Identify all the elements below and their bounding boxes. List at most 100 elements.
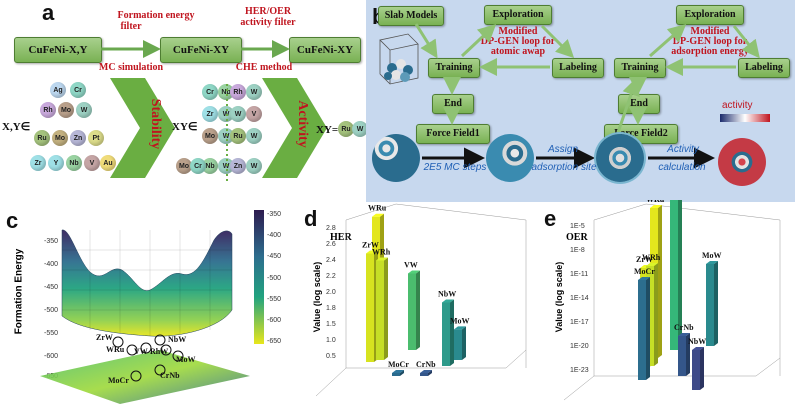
ztick-4: -500 (44, 307, 58, 314)
element-nb: Nb (66, 155, 82, 171)
nanoparticle-4 (718, 138, 766, 186)
element-y: Y (48, 155, 64, 171)
element-w: W (76, 102, 92, 118)
final-ru: Ru (338, 121, 354, 137)
d-ytick: 2.8 (326, 225, 336, 232)
element-cr: Cr (70, 82, 86, 98)
pair-zn: Zn (230, 158, 246, 174)
final-w: W (352, 121, 368, 137)
bar-wrh-label: WRh (642, 253, 661, 262)
box-cufeni-xy-2: CuFeNi-XY (289, 37, 361, 63)
xy-in-label: X,Y∈ (2, 121, 31, 133)
bar-wru-label: WRu (368, 204, 387, 213)
pair-mo: Mo (202, 128, 218, 144)
annot-vw: VW (134, 347, 148, 356)
ztick-5: -550 (44, 330, 58, 337)
bar-wrh-label: WRh (372, 248, 391, 257)
filter2-label-2: activity filter (240, 17, 296, 28)
bar-mow (454, 326, 466, 360)
cbar-tick-1: -350 (267, 211, 281, 218)
panel-e-label: e (544, 206, 557, 231)
e-ytick: 1E-14 (570, 295, 589, 302)
d-ytick: 2.6 (326, 241, 336, 248)
cbar-tick-3: -450 (267, 253, 281, 260)
pair-zr: Zr (202, 106, 218, 122)
stability-chevron (110, 78, 175, 178)
activity-colorbar (720, 114, 770, 122)
mc-simulation-label: MC simulation (98, 62, 164, 73)
nanoparticle-3 (596, 134, 644, 182)
annot-zrw: ZrW (96, 333, 113, 342)
e-ytick: 1E-8 (570, 247, 585, 254)
bar-nbw (442, 299, 454, 366)
cbar-tick-6: -600 (267, 317, 281, 324)
surface-plot: -350 -400 -450 -500 -550 -600 -650 -350 … (40, 210, 281, 404)
cbar-tick-4: -500 (267, 275, 281, 282)
xy-in-label-2: XY∈ (172, 121, 198, 133)
activity-chevron (262, 78, 327, 178)
mc-steps-label: 2E5 MC steps (423, 162, 487, 173)
pair-w-3: W (230, 106, 246, 122)
bar-mocr (638, 277, 650, 380)
cbar-tick-5: -550 (267, 296, 281, 303)
element-mo-2: Mo (52, 130, 68, 146)
labeling2-box: Labeling (738, 58, 790, 78)
assign-label: Assign (547, 144, 578, 155)
activity-legend-label: activity (722, 100, 753, 111)
element-ru: Ru (34, 130, 50, 146)
exploration1-box: Exploration (484, 5, 552, 25)
nanoparticle-1 (372, 134, 420, 182)
bar-nbw (692, 347, 704, 390)
element-mo: Mo (58, 102, 74, 118)
ztick-2: -400 (44, 261, 58, 268)
panel-c-label: c (6, 208, 19, 233)
d-ytick: 2.2 (326, 273, 336, 280)
panel-b: b Slab Models Training Exploration Modif… (366, 0, 795, 202)
pair-ru: Ru (230, 128, 246, 144)
d-ytick: 1.0 (326, 337, 336, 344)
element-au: Au (100, 155, 116, 171)
bar-wrh (376, 257, 388, 360)
element-v: V (84, 155, 100, 171)
ztick-6: -600 (44, 353, 58, 360)
bar-mocr (392, 370, 404, 376)
ztick-3: -450 (44, 284, 58, 291)
arrow-connectors (101, 40, 290, 58)
element-ag: Ag (50, 82, 66, 98)
e-ytick: 1E-11 (570, 271, 588, 278)
bar-nbw-label: NbW (438, 289, 456, 298)
bar-mow-label: MoW (450, 316, 470, 325)
pair-rh: Rh (230, 84, 246, 100)
pair-cr: Cr (202, 84, 218, 100)
panel-a-label: a (42, 0, 55, 25)
annot-wru: WRu (106, 345, 125, 354)
modified2-label: Modified (690, 26, 730, 37)
pair-w: W (246, 84, 262, 100)
pair-w-5: W (246, 128, 262, 144)
che-method-label: CHE method (235, 62, 293, 73)
cbar-tick-7: -650 (267, 338, 281, 345)
pair-w-7: W (246, 158, 262, 174)
bar-vw (408, 270, 420, 350)
annot-mocr: MoCr (108, 376, 129, 385)
her-title: HER (330, 232, 352, 243)
e-ytick: 1E-23 (570, 367, 589, 374)
her-bar-chart: 2.82.62.42.22.01.81.51.00.5 WRuZrWWRhVWN… (315, 204, 527, 397)
filter1-label-2: filter (120, 21, 142, 32)
bar-wru-label: WRu (646, 200, 665, 204)
bar-vw (670, 200, 682, 350)
modified1-label: Modified (498, 26, 538, 37)
annot-nbw: NbW (168, 335, 186, 344)
oer-title: OER (566, 232, 588, 243)
pair-v: V (246, 106, 262, 122)
bar-vw-label: VW (404, 260, 418, 269)
bar-mow-label: MoW (702, 251, 722, 260)
d-ytick: 2.0 (326, 289, 336, 296)
bar-crnb (678, 333, 690, 376)
e-ytick: 1E-17 (570, 319, 589, 326)
d-ytick: 1.8 (326, 305, 336, 312)
xy-eq-label: XY= (316, 124, 339, 136)
